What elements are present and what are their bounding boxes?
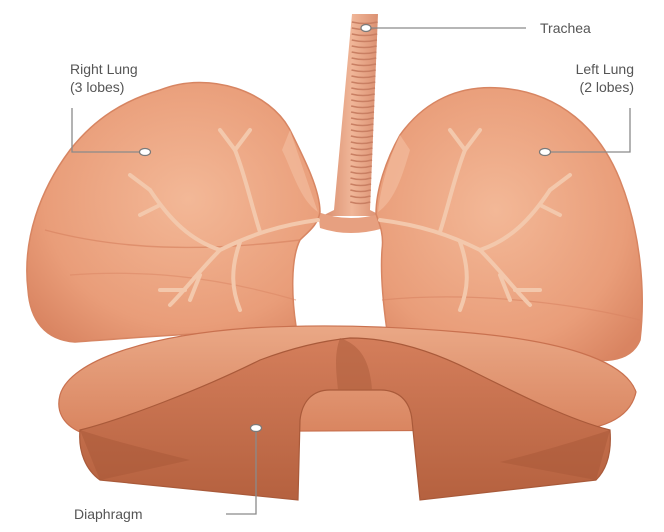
trachea xyxy=(318,14,386,233)
right-lung xyxy=(27,82,320,342)
trachea-label: Trachea xyxy=(540,20,591,36)
right-lung-label-line1: Right Lung xyxy=(70,61,138,77)
right-lung-marker xyxy=(140,149,151,156)
diaphragm xyxy=(59,326,636,500)
left-lung-marker xyxy=(540,149,551,156)
left-lung-label-line2: (2 lobes) xyxy=(580,79,634,95)
left-lung xyxy=(376,88,642,361)
trachea-marker xyxy=(361,25,371,32)
right-lung-label-line2: (3 lobes) xyxy=(70,79,124,95)
diaphragm-label: Diaphragm xyxy=(74,506,142,522)
diaphragm-marker xyxy=(251,425,262,432)
left-lung-label-line1: Left Lung xyxy=(576,61,634,77)
